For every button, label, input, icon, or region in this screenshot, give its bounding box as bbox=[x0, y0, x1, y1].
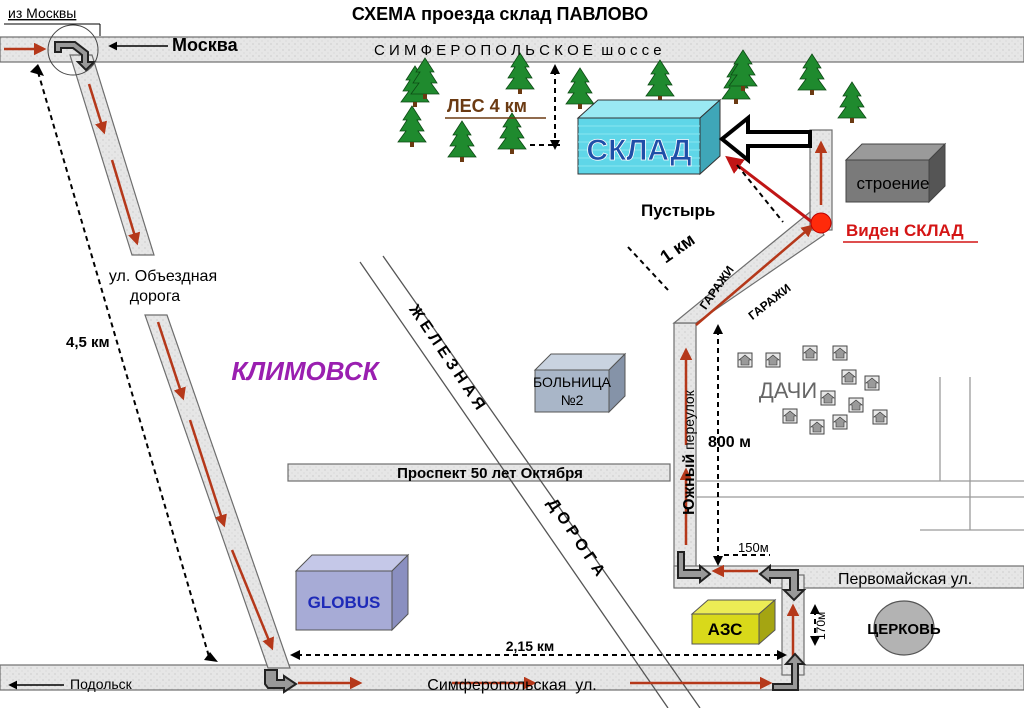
house-icon bbox=[820, 390, 836, 406]
u-turn-arrow-icon bbox=[677, 551, 712, 585]
red-dot-marker-icon bbox=[810, 212, 832, 234]
simferopol-street-label: Симферопольская ул. bbox=[427, 677, 596, 694]
hospital-label-2: №2 bbox=[561, 392, 584, 408]
house-icon bbox=[848, 397, 864, 413]
map-title: СХЕМА проезда склад ПАВЛОВО bbox=[352, 4, 648, 24]
tree-icon bbox=[497, 112, 527, 155]
prospekt-road bbox=[287, 463, 671, 482]
globus-box bbox=[294, 553, 410, 632]
klimovsk-label: КЛИМОВСК bbox=[231, 356, 380, 386]
moscow-junction-circle bbox=[47, 24, 99, 76]
sight-line-arrow bbox=[725, 155, 813, 224]
pervomayskaya-road bbox=[673, 565, 1024, 589]
south-lane-label-rest: переулок bbox=[681, 389, 697, 453]
building-box bbox=[844, 142, 947, 204]
hospital-label-1: БОЛЬНИЦА bbox=[533, 374, 612, 390]
house-icon bbox=[872, 409, 888, 425]
u-turn-arrow-icon bbox=[54, 41, 97, 72]
tree-icon bbox=[447, 120, 477, 163]
globus-label: GLOBUS bbox=[308, 593, 381, 612]
railway-label: Ж Е Л Е З Н А Я bbox=[405, 301, 488, 413]
pervomayskaya-label: Первомайская ул. bbox=[838, 571, 972, 588]
house-icon bbox=[832, 345, 848, 361]
building-label: строение bbox=[857, 174, 930, 193]
distance-170-label: 170м bbox=[814, 612, 828, 640]
route-arrows bbox=[4, 42, 828, 690]
prospekt-label: Проспект 50 лет Октября bbox=[397, 465, 583, 482]
garages-label-2: ГАРАЖИ bbox=[746, 281, 794, 323]
bypass-road-upper bbox=[69, 54, 155, 256]
u-turn-arrow-icon bbox=[772, 652, 807, 691]
south-lane-label-bold: Южный bbox=[681, 454, 698, 515]
dachas-label: ДАЧИ bbox=[759, 378, 817, 403]
u-turn-arrow-icon bbox=[264, 669, 298, 694]
bypass-road-label: ул. Объездная bbox=[109, 268, 217, 285]
house-icon bbox=[782, 408, 798, 424]
simferopol-street-road bbox=[0, 664, 1024, 691]
distance-150-label: 150м bbox=[738, 540, 769, 555]
tree-icon bbox=[565, 67, 595, 110]
distance-800-label: 800 м bbox=[708, 434, 751, 451]
from-moscow-label: из Москвы bbox=[8, 5, 76, 21]
u-turn-arrows bbox=[54, 41, 807, 694]
house-icon bbox=[802, 345, 818, 361]
house-icon bbox=[765, 352, 781, 368]
warehouse-entry-arrow bbox=[718, 113, 812, 165]
distance-45-label: 4,5 км bbox=[66, 334, 110, 351]
simferopol-highway-label: С И М Ф Е Р О П О Л Ь С К О Е ш о с с е bbox=[374, 42, 662, 59]
minor-roads bbox=[696, 377, 1024, 531]
moscow-label: Москва bbox=[172, 35, 239, 55]
south-lane-label: Южный переулок bbox=[681, 389, 698, 515]
church-label: ЦЕРКОВЬ bbox=[867, 621, 941, 638]
podolsk-label: Подольск bbox=[70, 676, 133, 692]
church-circle bbox=[873, 600, 935, 656]
forest-label: ЛЕС 4 км bbox=[447, 96, 527, 116]
house-icon bbox=[864, 375, 880, 391]
hospital-box bbox=[533, 352, 627, 414]
house-icon bbox=[809, 419, 825, 435]
u-turn-arrow-icon bbox=[758, 563, 807, 602]
house-icon bbox=[737, 352, 753, 368]
dimension-arrowheads bbox=[30, 64, 820, 662]
house-icon bbox=[832, 414, 848, 430]
one-km-label: 1 км bbox=[656, 229, 698, 267]
warehouse-visible-label: Виден СКЛАД bbox=[846, 221, 964, 240]
azs-box bbox=[690, 598, 777, 646]
house-icon bbox=[841, 369, 857, 385]
garages-road bbox=[672, 211, 825, 324]
simferopol-highway-road bbox=[0, 36, 1024, 63]
vacant-lot-label: Пустырь bbox=[641, 201, 715, 220]
bypass-road-label-2: дорога bbox=[130, 288, 181, 305]
railway bbox=[359, 255, 701, 708]
warehouse-box bbox=[576, 98, 722, 176]
map-labels: СХЕМА проезда склад ПАВЛОВО из Москвы Мо… bbox=[4, 4, 978, 694]
dimension-lines bbox=[37, 70, 816, 661]
tree-icon bbox=[645, 59, 675, 102]
railway-label-2: Д О Р О Г А bbox=[544, 496, 609, 580]
azs-label: АЗС bbox=[708, 620, 743, 639]
warehouse-label: СКЛАД bbox=[586, 134, 691, 167]
tree-icon bbox=[397, 105, 427, 148]
distance-215-label: 2,15 км bbox=[506, 638, 555, 654]
tree-icon bbox=[837, 81, 867, 124]
bypass-road-lower bbox=[144, 314, 291, 669]
